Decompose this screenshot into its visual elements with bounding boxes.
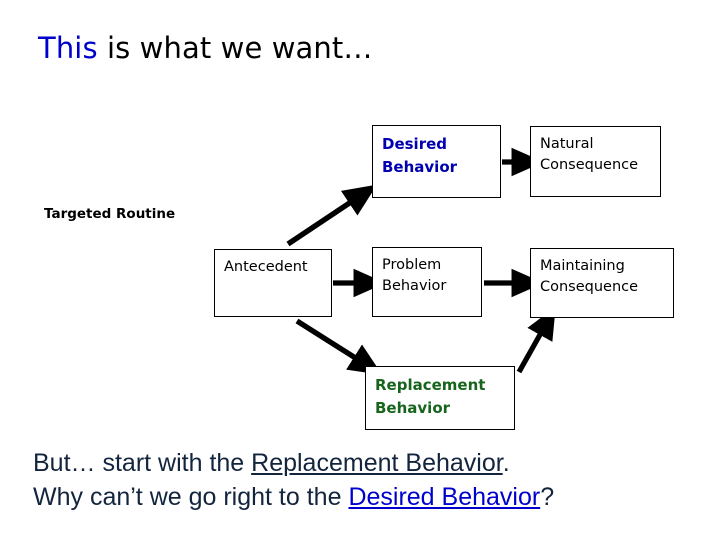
caption-text: But… start with the Replacement Behavior…	[33, 446, 693, 514]
caption-line2-prefix: Why can’t we go right to the	[33, 483, 349, 511]
arrow-antecedent-to-desired	[286, 184, 378, 247]
node-natural-consequence[interactable]: Natural Consequence	[530, 126, 661, 197]
node-antecedent[interactable]: Antecedent	[214, 249, 332, 317]
caption-line2-suffix: ?	[540, 483, 555, 511]
node-replacement-behavior-label: Replacement Behavior	[375, 376, 486, 417]
arrow-antecedent-to-replacement	[295, 318, 383, 375]
node-problem-behavior-label: Problem Behavior	[382, 257, 447, 294]
caption-line1-prefix: But… start with the	[33, 449, 252, 477]
node-replacement-behavior[interactable]: Replacement Behavior	[365, 366, 515, 430]
caption-line1-suffix: .	[502, 449, 510, 477]
node-desired-behavior-label: Desired Behavior	[382, 135, 458, 176]
page-title-highlight: This	[38, 31, 98, 65]
label-targeted-routine: Targeted Routine	[44, 206, 176, 222]
node-desired-behavior[interactable]: Desired Behavior	[372, 125, 501, 198]
node-maintaining-consequence-label: Maintaining Consequence	[540, 258, 639, 295]
page-title: This is what we want…	[38, 30, 372, 66]
caption-line2: Why can’t we go right to the Desired Beh…	[33, 480, 693, 514]
caption-line1-underlined: Replacement Behavior	[251, 449, 503, 477]
node-antecedent-label: Antecedent	[224, 259, 308, 275]
page-title-rest: is what we want…	[97, 31, 373, 65]
caption-line2-underlined: Desired Behavior	[348, 483, 541, 511]
node-natural-consequence-label: Natural Consequence	[540, 136, 639, 173]
node-maintaining-consequence[interactable]: Maintaining Consequence	[530, 248, 674, 318]
arrow-replacement-to-maintaining	[516, 306, 556, 374]
node-problem-behavior[interactable]: Problem Behavior	[372, 247, 482, 317]
caption-line1: But… start with the Replacement Behavior…	[33, 449, 510, 477]
